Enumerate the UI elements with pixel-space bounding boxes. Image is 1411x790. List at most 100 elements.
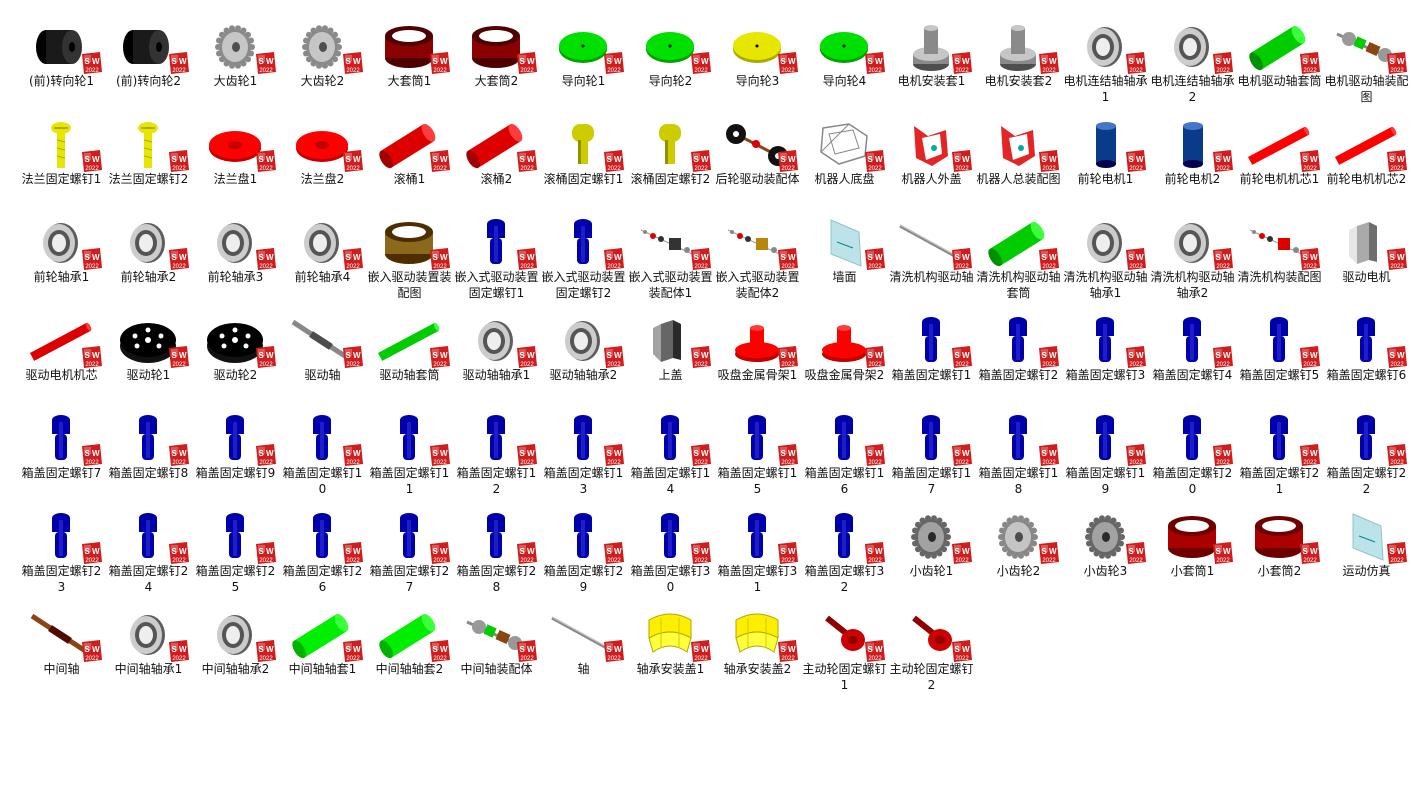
file-item[interactable]: S W 2022 大套筒1 [366,14,453,112]
file-item[interactable]: S W 2022 嵌入式驱动装置装配体2 [714,210,801,308]
file-item[interactable]: S W 2022 驱动轮2 [192,308,279,406]
file-item[interactable]: S W 2022 箱盖固定螺钉18 [975,406,1062,504]
file-item[interactable]: S W 2022 墙面 [801,210,888,308]
file-item[interactable]: S W 2022 法兰盘2 [279,112,366,210]
file-item[interactable]: S W 2022 小齿轮3 [1062,504,1149,602]
file-item[interactable]: S W 2022 箱盖固定螺钉29 [540,504,627,602]
file-item[interactable]: S W 2022 中间轴装配体 [453,602,540,700]
file-item[interactable]: S W 2022 中间轴 [18,602,105,700]
file-item[interactable]: S W 2022 电机驱动轴装配图 [1323,14,1410,112]
file-item[interactable]: S W 2022 前轮轴承2 [105,210,192,308]
file-item[interactable]: S W 2022 箱盖固定螺钉27 [366,504,453,602]
file-item[interactable]: S W 2022 箱盖固定螺钉8 [105,406,192,504]
file-item[interactable]: S W 2022 中间轴轴套2 [366,602,453,700]
file-item[interactable]: S W 2022 嵌入式驱动装置固定螺钉1 [453,210,540,308]
file-item[interactable]: S W 2022 后轮驱动装配体 [714,112,801,210]
file-item[interactable]: S W 2022 电机安装套2 [975,14,1062,112]
file-item[interactable]: S W 2022 箱盖固定螺钉31 [714,504,801,602]
file-item[interactable]: S W 2022 吸盘金属骨架2 [801,308,888,406]
file-item[interactable]: S W 2022 前轮电机机芯1 [1236,112,1323,210]
file-item[interactable]: S W 2022 清洗机构驱动轴轴承2 [1149,210,1236,308]
file-item[interactable]: S W 2022 导向轮2 [627,14,714,112]
file-item[interactable]: S W 2022 前轮轴承3 [192,210,279,308]
file-item[interactable]: S W 2022 箱盖固定螺钉22 [1323,406,1410,504]
file-item[interactable]: S W 2022 轴 [540,602,627,700]
file-item[interactable]: S W 2022 机器人外盖 [888,112,975,210]
file-item[interactable]: S W 2022 清洗机构驱动轴轴承1 [1062,210,1149,308]
file-item[interactable]: S W 2022 箱盖固定螺钉10 [279,406,366,504]
file-item[interactable]: S W 2022 (前)转向轮1 [18,14,105,112]
file-item[interactable]: S W 2022 法兰盘1 [192,112,279,210]
file-item[interactable]: S W 2022 法兰固定螺钉1 [18,112,105,210]
file-item[interactable]: S W 2022 驱动电机机芯 [18,308,105,406]
file-item[interactable]: S W 2022 上盖 [627,308,714,406]
file-item[interactable]: S W 2022 前轮电机2 [1149,112,1236,210]
file-item[interactable]: S W 2022 电机连结轴轴承1 [1062,14,1149,112]
file-item[interactable]: S W 2022 箱盖固定螺钉25 [192,504,279,602]
file-item[interactable]: S W 2022 电机安装套1 [888,14,975,112]
file-item[interactable]: S W 2022 箱盖固定螺钉17 [888,406,975,504]
file-item[interactable]: S W 2022 箱盖固定螺钉7 [18,406,105,504]
file-item[interactable]: S W 2022 箱盖固定螺钉30 [627,504,714,602]
file-item[interactable]: S W 2022 箱盖固定螺钉21 [1236,406,1323,504]
file-item[interactable]: S W 2022 清洗机构驱动轴 [888,210,975,308]
file-item[interactable]: S W 2022 运动仿真 [1323,504,1410,602]
file-item[interactable]: S W 2022 清洗机构驱动轴套筒 [975,210,1062,308]
file-item[interactable]: S W 2022 箱盖固定螺钉32 [801,504,888,602]
file-item[interactable]: S W 2022 电机连结轴轴承2 [1149,14,1236,112]
file-item[interactable]: S W 2022 小齿轮2 [975,504,1062,602]
file-item[interactable]: S W 2022 小齿轮1 [888,504,975,602]
file-item[interactable]: S W 2022 (前)转向轮2 [105,14,192,112]
file-item[interactable]: S W 2022 电机驱动轴套筒 [1236,14,1323,112]
file-item[interactable]: S W 2022 箱盖固定螺钉3 [1062,308,1149,406]
file-item[interactable]: S W 2022 前轮电机1 [1062,112,1149,210]
file-item[interactable]: S W 2022 箱盖固定螺钉2 [975,308,1062,406]
file-item[interactable]: S W 2022 大套筒2 [453,14,540,112]
file-item[interactable]: S W 2022 箱盖固定螺钉28 [453,504,540,602]
file-item[interactable]: S W 2022 箱盖固定螺钉11 [366,406,453,504]
file-item[interactable]: S W 2022 箱盖固定螺钉16 [801,406,888,504]
file-item[interactable]: S W 2022 箱盖固定螺钉12 [453,406,540,504]
file-item[interactable]: S W 2022 驱动轮1 [105,308,192,406]
file-item[interactable]: S W 2022 大齿轮1 [192,14,279,112]
file-item[interactable]: S W 2022 大齿轮2 [279,14,366,112]
file-item[interactable]: S W 2022 箱盖固定螺钉15 [714,406,801,504]
file-item[interactable]: S W 2022 滚桶固定螺钉2 [627,112,714,210]
file-item[interactable]: S W 2022 箱盖固定螺钉13 [540,406,627,504]
file-item[interactable]: S W 2022 箱盖固定螺钉26 [279,504,366,602]
file-item[interactable]: S W 2022 中间轴轴套1 [279,602,366,700]
file-item[interactable]: S W 2022 小套筒2 [1236,504,1323,602]
file-item[interactable]: S W 2022 机器人底盘 [801,112,888,210]
file-item[interactable]: S W 2022 导向轮3 [714,14,801,112]
file-item[interactable]: S W 2022 轴承安装盖1 [627,602,714,700]
file-item[interactable]: S W 2022 箱盖固定螺钉14 [627,406,714,504]
file-item[interactable]: S W 2022 驱动轴轴承2 [540,308,627,406]
file-item[interactable]: S W 2022 小套筒1 [1149,504,1236,602]
file-item[interactable]: S W 2022 导向轮4 [801,14,888,112]
file-item[interactable]: S W 2022 驱动电机 [1323,210,1410,308]
file-item[interactable]: S W 2022 箱盖固定螺钉19 [1062,406,1149,504]
file-item[interactable]: S W 2022 吸盘金属骨架1 [714,308,801,406]
file-item[interactable]: S W 2022 清洗机构装配图 [1236,210,1323,308]
file-item[interactable]: S W 2022 机器人总装配图 [975,112,1062,210]
file-item[interactable]: S W 2022 驱动轴轴承1 [453,308,540,406]
file-item[interactable]: S W 2022 滚桶1 [366,112,453,210]
file-item[interactable]: S W 2022 主动轮固定螺钉2 [888,602,975,700]
file-item[interactable]: S W 2022 驱动轴 [279,308,366,406]
file-item[interactable]: S W 2022 前轮电机机芯2 [1323,112,1410,210]
file-item[interactable]: S W 2022 中间轴轴承1 [105,602,192,700]
file-item[interactable]: S W 2022 法兰固定螺钉2 [105,112,192,210]
file-item[interactable]: S W 2022 箱盖固定螺钉9 [192,406,279,504]
file-item[interactable]: S W 2022 导向轮1 [540,14,627,112]
file-item[interactable]: S W 2022 滚桶固定螺钉1 [540,112,627,210]
file-item[interactable]: S W 2022 滚桶2 [453,112,540,210]
file-item[interactable]: S W 2022 嵌入驱动装置装配图 [366,210,453,308]
file-item[interactable]: S W 2022 箱盖固定螺钉5 [1236,308,1323,406]
file-item[interactable]: S W 2022 箱盖固定螺钉23 [18,504,105,602]
file-item[interactable]: S W 2022 箱盖固定螺钉4 [1149,308,1236,406]
file-item[interactable]: S W 2022 箱盖固定螺钉6 [1323,308,1410,406]
file-item[interactable]: S W 2022 箱盖固定螺钉1 [888,308,975,406]
file-item[interactable]: S W 2022 箱盖固定螺钉24 [105,504,192,602]
file-item[interactable]: S W 2022 轴承安装盖2 [714,602,801,700]
file-item[interactable]: S W 2022 中间轴轴承2 [192,602,279,700]
